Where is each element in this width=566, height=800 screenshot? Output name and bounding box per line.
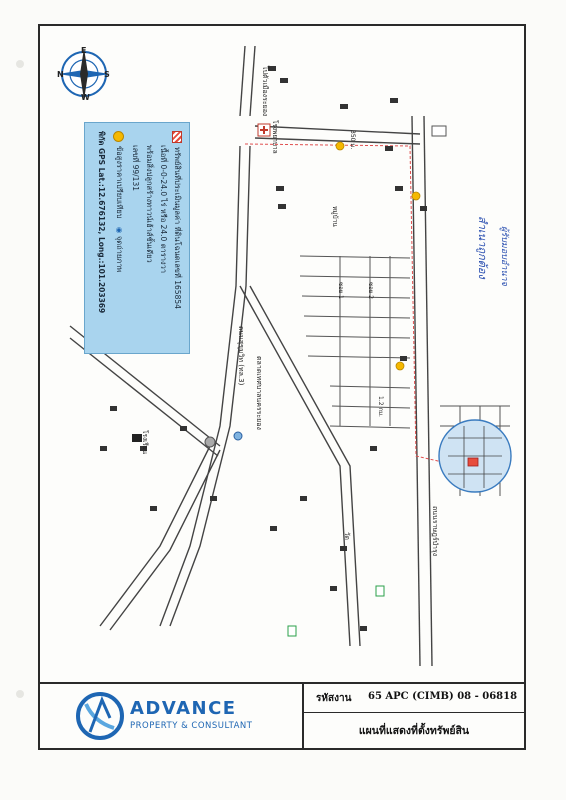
east-road [254,125,421,135]
compass-south: S [104,70,110,79]
legend-photo-point: จุดถ่ายภาพ [115,235,124,273]
sukhumvit-road [159,145,241,627]
handwritten-certified: สำเนาถูกต้อง [476,216,489,279]
advance-logo-icon [76,692,124,740]
label-soi-2: ซอย 2 [367,282,374,299]
handwritten-authorized: ผู้รับมอบอำนาจ [499,226,509,286]
map-legend: ทรัพย์สินที่ประเมินมูลค่า ที่ดินโฉนดเลขท… [84,122,190,354]
document-frame: N S E W ทรัพย์สินที่ประเมินมูลค่า ที่ดิน… [38,24,526,750]
punch-hole-top [16,60,24,68]
legend-building: พร้อมสิ่งปลูกสร้างทาวน์เฮ้าส์ชั้นเดียว [145,145,154,263]
photo-points [335,141,421,371]
compass-west: W [81,93,90,102]
label-market: ตลาดเทศบาลนครระยอง [255,356,263,430]
brand-name: ADVANCE [130,698,237,719]
label-local-road: ถนนราษฎร์บำรุง [431,506,439,557]
right-road [411,115,421,667]
school-icon [132,434,142,442]
label-soi-1: ซอย 1 [337,282,344,299]
job-info-block: รหัสงาน 65 APC (CIMB) 08 - 06818 แผนที่แ… [304,684,524,750]
legend-comparable: ข้อสูงราคาเปรียบเทียบ [115,146,124,219]
map-title: แผนที่แสดงที่ตั้งทรัพย์สิน [358,725,470,737]
label-school: โรงเรียน [141,430,149,455]
sukhumvit-road-edge [169,145,251,627]
label-sukhumvit: ถนนสุขุมวิท (ทล.3) [237,326,245,386]
subject-hatch-swatch [172,131,182,143]
label-distance-2: 1.2 กม. [377,396,384,417]
label-distance-1: 350 ม. [349,130,356,150]
gas-station-icon-2 [287,625,297,637]
east-road-edge [254,137,421,145]
company-logo-block: ADVANCE PROPERTY & CONSULTANT [40,684,304,750]
job-code-label: รหัสงาน [316,693,352,704]
label-temple: วัด [343,532,351,540]
legend-gps: พิกัด GPS Lat.:12.676132, Long.:101.2033… [97,131,106,314]
right-road-edge [423,115,433,667]
hospital-icon [257,123,271,137]
punch-hole-bottom [16,690,24,698]
job-code-value: 65 APC (CIMB) 08 - 06818 [368,691,518,702]
soi-grid [299,255,411,429]
southwest-road [99,445,211,627]
legend-number: เลขที่ 99/131 [131,145,140,191]
job-code-row: รหัสงาน 65 APC (CIMB) 08 - 06818 [304,684,524,713]
west-road-edge [69,337,219,457]
subject-property-marker [467,457,479,467]
label-rayong-city: ไปตัวเมืองระยอง [261,66,269,117]
roundabout-icon [204,436,216,448]
gas-station-icon [375,585,385,597]
legend-subject: ทรัพย์สินที่ประเมินมูลค่า ที่ดินโฉนดเลขท… [173,147,182,309]
label-hospital: โรงพยาบาล [271,120,279,154]
north-road-edge [239,45,246,117]
compass-rose-icon [58,48,110,100]
legend-area: เนื้อที่ 0-0-24.0 ไร่ หรือ 24.0 ตารางวา [159,145,168,274]
brand-subtitle: PROPERTY & CONSULTANT [130,721,253,731]
southwest-road-edge [109,449,221,631]
building-icon [431,125,447,137]
photo-point-swatch [113,131,125,142]
compass-north: N [57,70,64,79]
compass-east: E [81,46,87,55]
diag-road [239,285,351,647]
label-village: หมู่บ้าน [331,206,339,227]
landmark-blocks [100,66,427,631]
route-line [244,143,461,467]
title-block: ADVANCE PROPERTY & CONSULTANT รหัสงาน 65… [40,682,524,750]
north-road [249,45,256,117]
diag-road-edge [249,285,361,647]
location-pin-icon [233,431,243,441]
location-map: N S E W ทรัพย์สินที่ประเมินมูลค่า ที่ดิน… [40,26,524,682]
camera-icon: ◉ [115,226,124,234]
